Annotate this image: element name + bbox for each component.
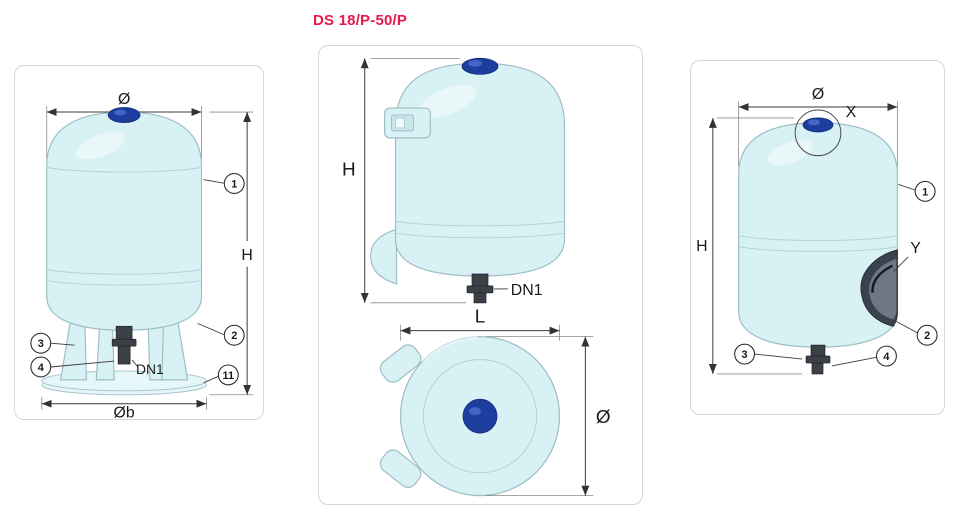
detail-x-marker: X: [794, 104, 857, 157]
svg-text:3: 3: [742, 349, 748, 361]
bottom-connection-valve: [111, 325, 137, 365]
connection-label-group: DN1: [493, 282, 543, 299]
diameter-label: Ø: [812, 86, 824, 103]
connection-label: DN1: [511, 282, 543, 299]
svg-text:3: 3: [38, 338, 44, 350]
length-label: L: [475, 307, 486, 328]
detail-y-marker: Y: [893, 240, 921, 273]
callout-4: 4: [30, 356, 115, 378]
connection-label-group: DN1: [131, 359, 164, 377]
air-valve-cap-top: [462, 398, 498, 434]
side-top-view-drawing: H: [342, 57, 611, 497]
side-top-view-panel: H: [318, 45, 643, 505]
svg-text:4: 4: [38, 362, 44, 374]
top-diameter-dimension: Ø: [485, 336, 611, 497]
svg-text:1: 1: [922, 186, 928, 198]
callout-1: 1: [898, 180, 936, 202]
front-view-drawing: Ø: [30, 91, 254, 419]
height-label: H: [241, 247, 252, 264]
detail-x-label: X: [846, 104, 857, 121]
height-dimension: H: [342, 57, 467, 304]
diameter-label: Ø: [118, 91, 130, 108]
base-diameter-dimension: Øb: [41, 396, 207, 419]
membrane-cutaway: [860, 249, 898, 327]
tank-top-view: [399, 334, 561, 497]
cutaway-view-drawing: Ø H: [696, 86, 938, 375]
air-valve-cap: [107, 107, 141, 123]
diameter-label: Ø: [596, 407, 611, 428]
svg-text:4: 4: [883, 351, 889, 363]
height-dimension: H: [209, 111, 254, 396]
height-label: H: [342, 160, 356, 181]
air-valve-cap: [461, 57, 499, 75]
model-title: DS 18/P-50/P: [313, 12, 408, 29]
callout-3: 3: [30, 332, 75, 354]
handle-ears: [379, 344, 422, 488]
svg-text:2: 2: [231, 330, 237, 342]
svg-text:2: 2: [924, 330, 930, 342]
callout-2: 2: [197, 322, 245, 346]
height-dimension: H: [696, 117, 803, 375]
detail-y-label: Y: [910, 240, 921, 257]
svg-text:1: 1: [231, 178, 237, 190]
air-valve-cap: [802, 117, 834, 133]
tank-body-side: [394, 57, 566, 277]
callout-4: 4: [831, 345, 897, 367]
callout-1: 1: [203, 173, 245, 194]
front-view-panel: Ø: [14, 65, 264, 420]
base-diameter-label: Øb: [114, 405, 135, 419]
diameter-dimension: Ø: [738, 86, 898, 167]
gauge-port: [383, 107, 431, 139]
callout-2: 2: [894, 319, 938, 346]
callout-11: 11: [203, 364, 239, 386]
cutaway-view-panel: Ø H: [690, 60, 945, 415]
length-dimension: L: [400, 307, 560, 341]
mounting-bracket: [370, 228, 398, 285]
bottom-connection-valve: [466, 273, 494, 304]
svg-text:11: 11: [223, 370, 235, 382]
connection-label: DN1: [136, 361, 164, 377]
bottom-connection-valve: [805, 344, 831, 375]
callout-3: 3: [734, 343, 803, 365]
tank-body: [46, 107, 203, 331]
height-label: H: [696, 238, 707, 255]
tank-body: [738, 117, 898, 348]
